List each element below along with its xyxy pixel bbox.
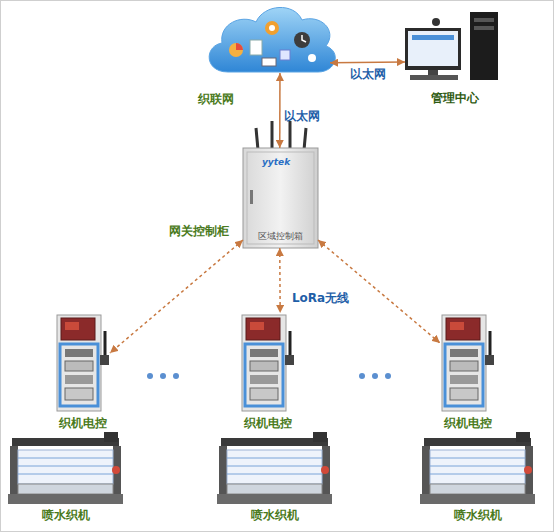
antenna bbox=[289, 121, 292, 150]
loom-illustration bbox=[420, 432, 535, 504]
clock-hands bbox=[302, 35, 306, 42]
antenna bbox=[304, 128, 306, 150]
antenna bbox=[271, 121, 274, 150]
laptop-icon bbox=[262, 58, 276, 66]
document-icon bbox=[250, 40, 262, 55]
pc-drive bbox=[474, 26, 494, 30]
controller-node: 织机电控 bbox=[55, 313, 110, 413]
cabinet-handle bbox=[250, 190, 253, 204]
controller-illustration bbox=[242, 315, 294, 411]
node-label: 网关控制柜 bbox=[169, 224, 241, 238]
ethernet-link bbox=[279, 73, 281, 148]
node-label: 喷水织机 bbox=[420, 508, 535, 522]
ellipsis-dot bbox=[385, 373, 391, 379]
wireless-link bbox=[110, 240, 243, 353]
cloud-icon bbox=[308, 54, 316, 62]
loom-illustration bbox=[217, 432, 332, 504]
monitor-screen bbox=[408, 31, 458, 66]
node-label: 喷水织机 bbox=[217, 508, 332, 522]
controller-node: 织机电控 bbox=[440, 313, 495, 413]
controller-illustration bbox=[442, 315, 494, 411]
edge-label: 以太网 bbox=[284, 109, 320, 123]
ethernet-link bbox=[330, 61, 405, 63]
node-label: 喷水织机 bbox=[8, 508, 123, 522]
ellipsis-dot bbox=[372, 373, 378, 379]
pie-icon bbox=[229, 43, 243, 57]
computer-node: 管理中心 bbox=[405, 8, 500, 83]
node-caption: 区域控制箱 bbox=[243, 231, 318, 242]
loom-node: 喷水织机 bbox=[217, 430, 332, 506]
loom-illustration bbox=[8, 432, 123, 504]
ellipsis-dot bbox=[147, 373, 153, 379]
cloud-node: 织联网 bbox=[210, 5, 330, 73]
monitor bbox=[405, 28, 461, 70]
logo-text: yytek bbox=[262, 157, 290, 168]
cube-icon bbox=[280, 50, 290, 60]
webcam bbox=[432, 18, 440, 26]
pie-icon bbox=[236, 43, 243, 50]
ellipsis-dot bbox=[160, 373, 166, 379]
wireless-link bbox=[279, 248, 281, 313]
node-label: 织机电控 bbox=[428, 416, 507, 430]
ellipsis-dot bbox=[359, 373, 365, 379]
pc-drive bbox=[474, 18, 494, 22]
keyboard bbox=[410, 75, 458, 80]
cabinet-door bbox=[247, 152, 314, 244]
controller-illustration bbox=[57, 315, 109, 411]
loom-node: 喷水织机 bbox=[420, 430, 535, 506]
monitor-stand bbox=[428, 70, 438, 75]
ellipsis-dot bbox=[173, 373, 179, 379]
node-label: 管理中心 bbox=[415, 91, 495, 105]
gear-icon bbox=[269, 25, 275, 31]
loom-node: 喷水织机 bbox=[8, 430, 123, 506]
pc-tower bbox=[470, 12, 498, 80]
screen-bar bbox=[412, 35, 454, 40]
node-label: 织机电控 bbox=[228, 416, 307, 430]
node-label: 织机电控 bbox=[43, 416, 122, 430]
gear-icon bbox=[265, 21, 279, 35]
cloud-shape bbox=[209, 7, 335, 72]
cabinet-body bbox=[243, 148, 318, 248]
edge-label: 以太网 bbox=[350, 67, 386, 81]
node-label: 织联网 bbox=[198, 92, 258, 106]
antenna bbox=[256, 128, 258, 150]
controller-node: 织机电控 bbox=[240, 313, 295, 413]
edge-label: LoRa无线 bbox=[292, 291, 349, 305]
clock-icon bbox=[294, 32, 310, 48]
